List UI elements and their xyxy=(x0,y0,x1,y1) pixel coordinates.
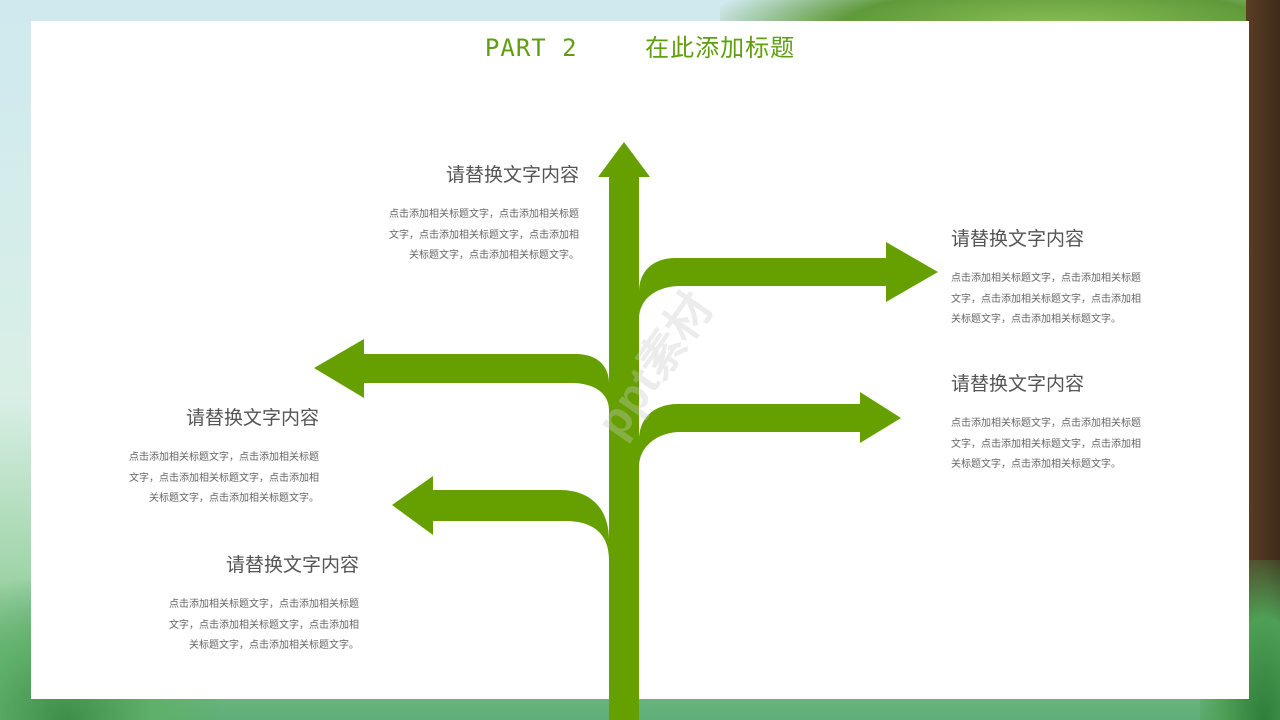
block-body-line: 文字，点击添加相关标题文字，点击添加相 xyxy=(129,472,319,484)
title-text: 在此添加标题 xyxy=(645,34,796,62)
block-heading: 请替换文字内容 xyxy=(225,554,359,576)
block-body: 点击添加相关标题文字，点击添加相关标题 文字，点击添加相关标题文字，点击添加相 … xyxy=(70,448,319,510)
signpost-pole xyxy=(609,176,639,720)
part-label: PART 2 xyxy=(484,34,578,62)
slide-title: PART 2 在此添加标题 xyxy=(0,28,1280,63)
text-block-bottom-left: 请替换文字内容 点击添加相关标题文字，点击添加相关标题 文字，点击添加相关标题文… xyxy=(110,550,359,657)
up-arrow-head xyxy=(598,142,650,177)
block-heading: 请替换文字内容 xyxy=(185,407,319,429)
block-body-line: 关标题文字，点击添加相关标题文字。 xyxy=(409,250,579,261)
block-body-line: 文字，点击添加相关标题文字，点击添加相 xyxy=(951,293,1141,305)
arrow-lower-right xyxy=(639,392,901,468)
block-body-line: 关标题文字，点击添加相关标题文字。 xyxy=(951,459,1121,470)
arrow-upper-left xyxy=(314,339,609,410)
block-body: 点击添加相关标题文字，点击添加相关标题 文字，点击添加相关标题文字，点击添加相 … xyxy=(951,269,1191,331)
block-body-line: 文字，点击添加相关标题文字，点击添加相 xyxy=(389,229,579,241)
block-body-line: 文字，点击添加相关标题文字，点击添加相 xyxy=(951,438,1141,450)
block-body-line: 点击添加相关标题文字，点击添加相关标题 xyxy=(389,209,579,220)
block-heading: 请替换文字内容 xyxy=(951,228,1085,250)
arrow-lower-left xyxy=(392,476,609,560)
block-body-line: 点击添加相关标题文字，点击添加相关标题 xyxy=(129,452,319,463)
block-heading: 请替换文字内容 xyxy=(951,373,1085,395)
block-heading: 请替换文字内容 xyxy=(445,164,579,186)
arrow-upper-right xyxy=(639,242,938,320)
text-block-middle-left: 请替换文字内容 点击添加相关标题文字，点击添加相关标题 文字，点击添加相关标题文… xyxy=(70,403,319,510)
block-body-line: 点击添加相关标题文字，点击添加相关标题 xyxy=(951,418,1141,429)
text-block-lower-right: 请替换文字内容 点击添加相关标题文字，点击添加相关标题 文字，点击添加相关标题文… xyxy=(951,369,1191,476)
block-body-line: 关标题文字，点击添加相关标题文字。 xyxy=(189,640,359,651)
content-card xyxy=(31,21,1249,699)
text-block-top-left: 请替换文字内容 点击添加相关标题文字，点击添加相关标题 文字，点击添加相关标题文… xyxy=(330,160,579,267)
block-body: 点击添加相关标题文字，点击添加相关标题 文字，点击添加相关标题文字，点击添加相 … xyxy=(330,205,579,267)
block-body: 点击添加相关标题文字，点击添加相关标题 文字，点击添加相关标题文字，点击添加相 … xyxy=(110,595,359,657)
block-body-line: 点击添加相关标题文字，点击添加相关标题 xyxy=(951,273,1141,284)
block-body-line: 关标题文字，点击添加相关标题文字。 xyxy=(149,493,319,504)
block-body-line: 文字，点击添加相关标题文字，点击添加相 xyxy=(169,619,359,631)
text-block-upper-right: 请替换文字内容 点击添加相关标题文字，点击添加相关标题 文字，点击添加相关标题文… xyxy=(951,224,1191,331)
block-body-line: 关标题文字，点击添加相关标题文字。 xyxy=(951,314,1121,325)
block-body: 点击添加相关标题文字，点击添加相关标题 文字，点击添加相关标题文字，点击添加相 … xyxy=(951,414,1191,476)
block-body-line: 点击添加相关标题文字，点击添加相关标题 xyxy=(169,599,359,610)
